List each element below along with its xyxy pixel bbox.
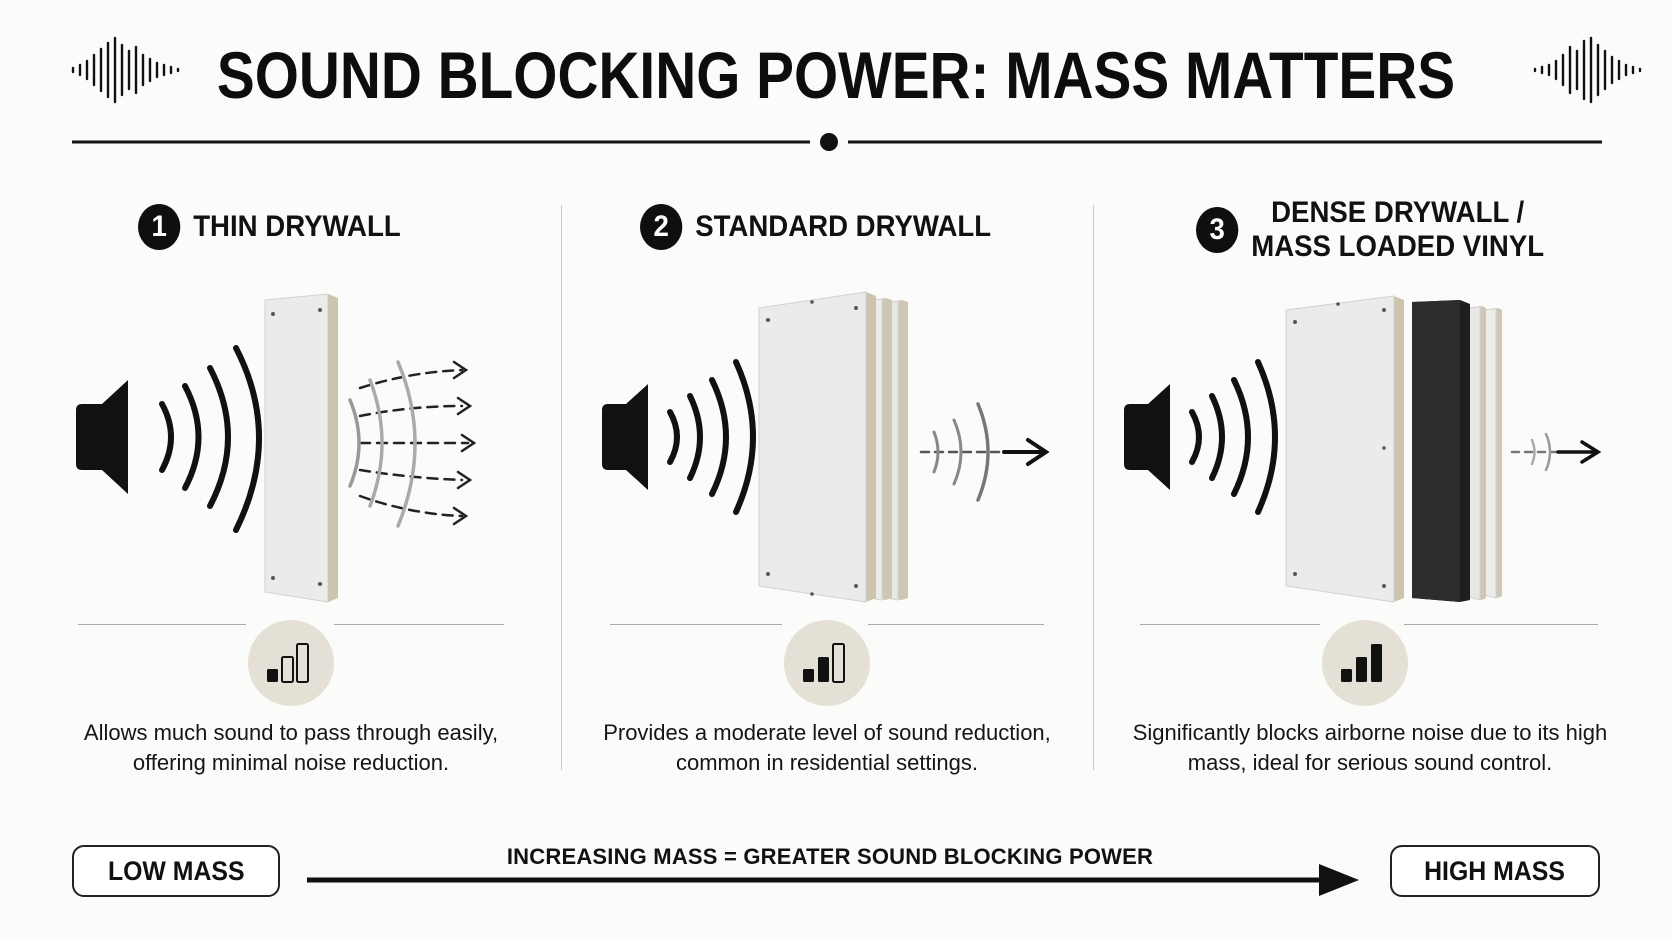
speaker-icon (76, 380, 128, 494)
speaker-icon (602, 384, 648, 490)
meter-divider (868, 624, 1044, 625)
speaker-icon (1124, 384, 1170, 490)
transmitted-sound-waves-icon (919, 402, 1050, 502)
dense-drywall-illustration (1124, 295, 1602, 603)
meter-divider (334, 624, 504, 625)
title-divider (72, 133, 1602, 151)
column-heading-standard-drywall: 2 STANDARD DRYWALL (640, 204, 991, 250)
signal-bars-icon (248, 620, 334, 706)
transmitted-sound-waves-icon (348, 360, 477, 528)
heading-label-line2: MASS LOADED VINYL (1251, 230, 1545, 263)
column-description: Significantly blocks airborne noise due … (1132, 720, 1608, 775)
page-title: SOUND BLOCKING POWER: MASS MATTERS (216, 38, 1456, 112)
high-mass-label: HIGH MASS (1390, 845, 1600, 897)
column-heading-thin-drywall: 1 THIN DRYWALL (138, 204, 401, 250)
column-heading-dense-drywall-mlv: 3 DENSE DRYWALL / MASS LOADED VINYL (1196, 196, 1544, 264)
transmitted-sound-waves-icon (1510, 432, 1602, 472)
low-mass-text: LOW MASS (107, 855, 245, 886)
sound-waves-icon (667, 359, 756, 515)
meter-divider (1140, 624, 1320, 625)
column-divider (1093, 205, 1094, 770)
column-divider (561, 205, 562, 770)
sound-wave-decoration-right-icon (1533, 36, 1642, 104)
number-badge-icon: 3 (1196, 207, 1239, 253)
sound-waves-icon (159, 345, 262, 533)
low-mass-label: LOW MASS (72, 845, 280, 897)
drywall-panel (264, 293, 338, 603)
sound-waves-icon (1189, 359, 1278, 515)
column-description: Provides a moderate level of sound reduc… (603, 720, 1051, 775)
signal-bars-icon (1322, 620, 1408, 706)
high-mass-text: HIGH MASS (1424, 855, 1566, 886)
meter-divider (78, 624, 246, 625)
increasing-mass-arrow-icon (307, 864, 1359, 896)
signal-bars-icon (784, 620, 870, 706)
column-description: Allows much sound to pass through easily… (83, 720, 499, 775)
thin-drywall-illustration (76, 293, 477, 603)
drywall-panel-stack (758, 291, 908, 603)
meter-divider (1404, 624, 1598, 625)
sound-wave-decoration-left-icon (71, 36, 180, 104)
meter-divider (610, 624, 782, 625)
heading-label: THIN DRYWALL (193, 210, 401, 243)
number-badge-icon: 1 (138, 204, 181, 250)
standard-drywall-illustration (602, 291, 1050, 603)
heading-label: STANDARD DRYWALL (695, 210, 992, 243)
number-badge-icon: 2 (640, 204, 683, 250)
drywall-and-vinyl-stack (1285, 295, 1502, 603)
axis-label: INCREASING MASS = GREATER SOUND BLOCKING… (506, 844, 1154, 869)
heading-label: DENSE DRYWALL / (1271, 196, 1525, 229)
